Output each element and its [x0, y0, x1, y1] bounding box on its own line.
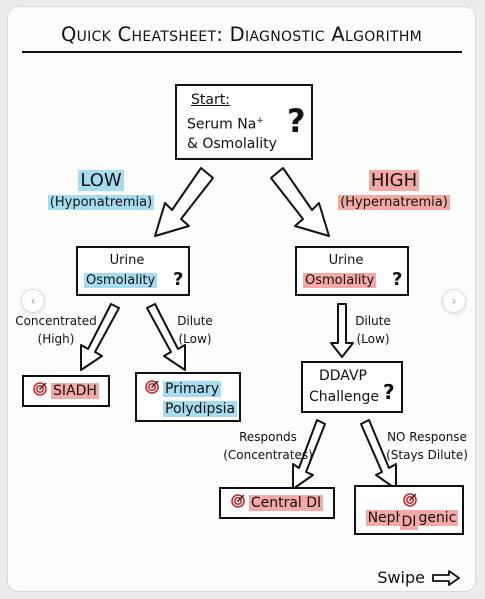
left-urine-line2: Osmolality: [84, 273, 158, 288]
responds-line2: (Concentrates): [223, 448, 313, 462]
high-label: HIGH (Hypernatremia): [326, 170, 462, 210]
left-urine-osmolality-box: Urine Osmolality ?: [76, 246, 190, 296]
dilute-left-label: Dilute (Low): [170, 312, 220, 348]
responds-line1: Responds: [239, 430, 297, 444]
swipe-hint[interactable]: Swipe: [377, 568, 461, 587]
start-line2: & Osmolality: [187, 136, 277, 152]
start-superscript: +: [256, 116, 264, 126]
start-label: Start:: [191, 92, 230, 108]
carousel-prev-button[interactable]: ‹: [21, 289, 45, 313]
start-box: Start: Serum Na+ & Osmolality ?: [175, 84, 313, 160]
responds-label: Responds (Concentrates): [220, 428, 316, 464]
page-title: Quick Cheatsheet: Diagnostic Algorithm: [60, 23, 423, 46]
carousel-next-button[interactable]: ›: [442, 289, 466, 313]
swipe-text: Swipe: [377, 568, 425, 587]
ddavp-line2: Challenge: [309, 389, 379, 405]
left-urine-line1: Urine: [109, 253, 145, 268]
right-urine-line1: Urine: [328, 253, 364, 268]
arrow-start-to-high: [270, 167, 330, 237]
target-icon: [403, 493, 417, 507]
chevron-left-icon: ‹: [30, 294, 36, 308]
cheatsheet-card: Quick Cheatsheet: Diagnostic Algorithm S…: [8, 7, 475, 591]
target-icon: [33, 382, 47, 396]
arrow-start-to-low: [154, 167, 214, 237]
high-sub: (Hypernatremia): [338, 195, 450, 210]
right-urine-line2: Osmolality: [303, 273, 377, 288]
target-icon: [145, 380, 159, 394]
arrow-to-central: [292, 419, 326, 490]
right-urine-question: ?: [392, 269, 403, 290]
arrow-to-nephrogenic: [360, 419, 397, 490]
high-title: HIGH: [368, 170, 420, 191]
nephrogenic-di-box: Nephrogenic DI: [354, 485, 464, 535]
no-response-line1: NO Response: [387, 430, 467, 444]
dilute-left-line1: Dilute: [177, 314, 213, 328]
primary-line1: Primary: [163, 381, 222, 397]
siadh-text: SIADH: [51, 383, 99, 399]
ddavp-line1: DDAVP: [318, 368, 367, 384]
flow-arrows: [80, 167, 397, 490]
low-title: LOW: [78, 170, 124, 191]
arrow-right-icon: [432, 569, 460, 586]
target-icon: [231, 494, 245, 508]
primary-polydipsia-box: Primary Polydipsia: [135, 372, 241, 422]
ddavp-question: ?: [383, 380, 395, 404]
central-di-box: Central DI: [219, 487, 335, 519]
primary-line2: Polydipsia: [163, 401, 238, 417]
start-line1: Serum Na: [187, 116, 257, 133]
siadh-box: SIADH: [22, 375, 110, 407]
chevron-right-icon: ›: [451, 294, 457, 308]
arrow-to-siadh: [80, 303, 120, 371]
concentrated-label: Concentrated (High): [12, 312, 100, 348]
ddavp-challenge-box: DDAVP Challenge ?: [301, 361, 403, 413]
title-underline: [22, 51, 462, 53]
concentrated-line1: Concentrated: [15, 314, 97, 328]
no-response-line2: (Stays Dilute): [386, 448, 468, 462]
no-response-label: NO Response (Stays Dilute): [381, 428, 473, 464]
arrow-to-ddavp: [330, 303, 354, 358]
arrow-to-primary: [146, 303, 186, 371]
central-di-text: Central DI: [248, 495, 324, 511]
dilute-right-line1: Dilute: [355, 314, 391, 328]
dilute-right-line2: (Low): [356, 332, 390, 346]
low-sub: (Hyponatremia): [47, 195, 155, 210]
start-question-mark: ?: [287, 102, 306, 140]
dilute-right-label: Dilute (Low): [348, 312, 398, 348]
low-label: LOW (Hyponatremia): [36, 170, 166, 210]
concentrated-line2: (High): [37, 332, 75, 346]
nephrogenic-line2: DI: [399, 514, 419, 530]
dilute-left-line2: (Low): [178, 332, 212, 346]
right-urine-osmolality-box: Urine Osmolality ?: [295, 246, 409, 296]
left-urine-question: ?: [173, 269, 184, 290]
